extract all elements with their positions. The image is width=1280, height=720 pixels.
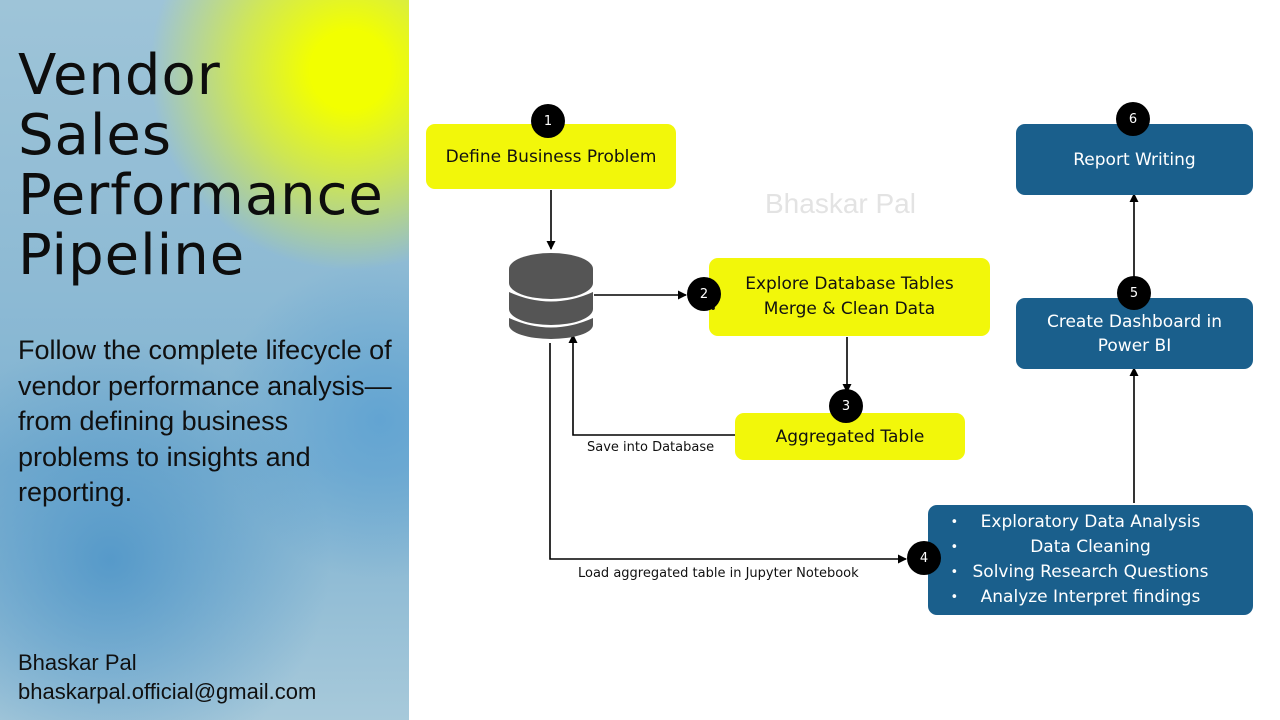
author-email: bhaskarpal.official@gmail.com <box>18 679 317 704</box>
title-line: Pipeline <box>18 223 246 288</box>
step-badge-5: 5 <box>1117 276 1151 310</box>
arrow-save-into-database <box>568 334 735 436</box>
watermark-text: Bhaskar Pal <box>765 188 916 219</box>
aggregated-table-box: Aggregated Table <box>735 413 965 460</box>
step-badge-3: 3 <box>829 389 863 423</box>
step-badge-4: 4 <box>907 541 941 575</box>
report-label: Report Writing <box>1073 149 1196 170</box>
list-item: Explore Database Tables <box>709 272 953 297</box>
dashboard-box: Create Dashboard in Power BI <box>1016 298 1253 369</box>
list-item: Analyze Interpret findings <box>951 585 1209 610</box>
dashboard-label: Create Dashboard in Power BI <box>1046 311 1223 356</box>
define-problem-label: Define Business Problem <box>445 146 657 167</box>
pipeline-title: Vendor Sales Performance Pipeline <box>18 46 384 286</box>
step-badge-6: 6 <box>1116 102 1150 136</box>
analysis-list: Exploratory Data Analysis Data Cleaning … <box>951 510 1209 610</box>
step-badge-2: 2 <box>687 277 721 311</box>
list-item: Solving Research Questions <box>951 560 1209 585</box>
aggregated-table-label: Aggregated Table <box>775 426 925 447</box>
database-icon <box>509 253 593 339</box>
analysis-box: Exploratory Data Analysis Data Cleaning … <box>928 505 1253 615</box>
list-item: Merge & Clean Data <box>709 297 954 322</box>
list-item: Data Cleaning <box>951 535 1209 560</box>
title-line: Performance <box>18 163 384 228</box>
title-panel: Vendor Sales Performance Pipeline Follow… <box>0 0 409 720</box>
list-item: Exploratory Data Analysis <box>951 510 1209 535</box>
explore-list: Explore Database Tables Merge & Clean Da… <box>709 272 954 322</box>
load-aggregated-label: Load aggregated table in Jupyter Noteboo… <box>578 566 859 581</box>
arrow-load-to-analysis <box>549 343 907 564</box>
explore-box: Explore Database Tables Merge & Clean Da… <box>709 258 990 336</box>
step-badge-1: 1 <box>531 104 565 138</box>
save-into-database-label: Save into Database <box>587 440 715 455</box>
pipeline-description: Follow the complete lifecycle of vendor … <box>18 335 392 507</box>
author-name: Bhaskar Pal <box>18 650 137 675</box>
title-line: Sales <box>18 103 173 168</box>
title-line: Vendor <box>18 43 221 108</box>
